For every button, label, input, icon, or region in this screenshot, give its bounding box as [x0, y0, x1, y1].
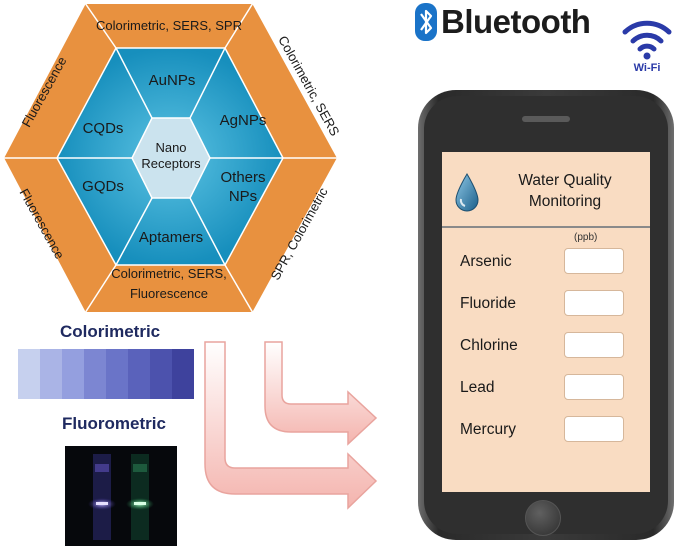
color-swatch — [62, 349, 84, 399]
metal-label: Mercury — [460, 421, 516, 438]
color-swatch — [84, 349, 106, 399]
arrow-colorimetric-to-phone — [264, 341, 378, 446]
water-drop-icon — [455, 173, 479, 212]
color-swatch — [40, 349, 62, 399]
metal-row-chlorine: Chlorine — [442, 332, 650, 362]
fluorescence-vials-photo — [65, 446, 177, 546]
colorimetric-label: Colorimetric — [60, 322, 161, 341]
smartphone: Water Quality Monitoring (ppb) Arsenic F… — [418, 90, 674, 540]
color-swatch — [150, 349, 172, 399]
app-header: Water Quality Monitoring — [442, 152, 650, 228]
unit-label: (ppb) — [574, 232, 598, 243]
outer-label-bottom-line1: Colorimetric, SERS, — [111, 266, 227, 281]
metal-label: Fluoride — [460, 295, 516, 312]
metal-row-arsenic: Arsenic — [442, 248, 650, 278]
outer-label-top: Colorimetric, SERS, SPR — [96, 18, 242, 33]
metal-row-fluoride: Fluoride — [442, 290, 650, 320]
bluetooth-label: Bluetooth — [441, 3, 591, 40]
metal-row-lead: Lead — [442, 374, 650, 404]
inner-label-lower-right-line2: NPs — [229, 188, 257, 205]
flow-arrows — [204, 341, 378, 510]
inner-label-bottom: Aptamers — [139, 229, 203, 246]
fluorometric-label: Fluorometric — [62, 414, 166, 433]
inner-label-top: AuNPs — [149, 72, 196, 89]
arsenic-value-field[interactable] — [564, 248, 624, 274]
lead-value-field[interactable] — [564, 374, 624, 400]
metal-label: Chlorine — [460, 337, 518, 354]
bluetooth-icon — [415, 3, 437, 41]
hexagon-dividers — [3, 2, 338, 314]
inner-label-upper-right: AgNPs — [220, 112, 267, 129]
colorimetric-strip — [18, 349, 194, 399]
phone-screen: Water Quality Monitoring (ppb) Arsenic F… — [442, 152, 650, 492]
app-title: Water Quality Monitoring — [490, 170, 640, 212]
inner-label-lower-left: GQDs — [82, 178, 124, 195]
home-button[interactable] — [525, 500, 561, 536]
nano-receptor-hexagon: Nano Receptors Colorimetric, SERS, SPR C… — [1, 1, 343, 314]
mercury-value-field[interactable] — [564, 416, 624, 442]
chlorine-value-field[interactable] — [564, 332, 624, 358]
metal-row-mercury: Mercury — [442, 416, 650, 446]
fluoride-value-field[interactable] — [564, 290, 624, 316]
metal-label: Lead — [460, 379, 495, 396]
wifi-badge: Wi-Fi — [620, 12, 674, 74]
metal-label: Arsenic — [460, 253, 512, 270]
app-title-line2: Monitoring — [528, 193, 602, 210]
center-label-line1: Nano — [155, 140, 186, 155]
color-swatch — [106, 349, 128, 399]
center-label-line2: Receptors — [141, 156, 201, 171]
color-swatch — [128, 349, 150, 399]
wifi-label: Wi-Fi — [633, 62, 661, 74]
center-hexagon — [131, 117, 211, 199]
inner-label-lower-right-line1: Others — [220, 169, 265, 186]
app-title-line1: Water Quality — [518, 172, 612, 189]
wifi-icon — [622, 20, 672, 60]
outer-label-bottom-line2: Fluorescence — [130, 286, 208, 301]
phone-speaker — [522, 116, 570, 122]
color-swatch — [18, 349, 40, 399]
arrow-fluorometric-to-phone — [204, 341, 378, 510]
bluetooth-brand: Bluetooth — [415, 3, 591, 41]
color-swatch — [172, 349, 194, 399]
inner-label-upper-left: CQDs — [83, 120, 124, 137]
